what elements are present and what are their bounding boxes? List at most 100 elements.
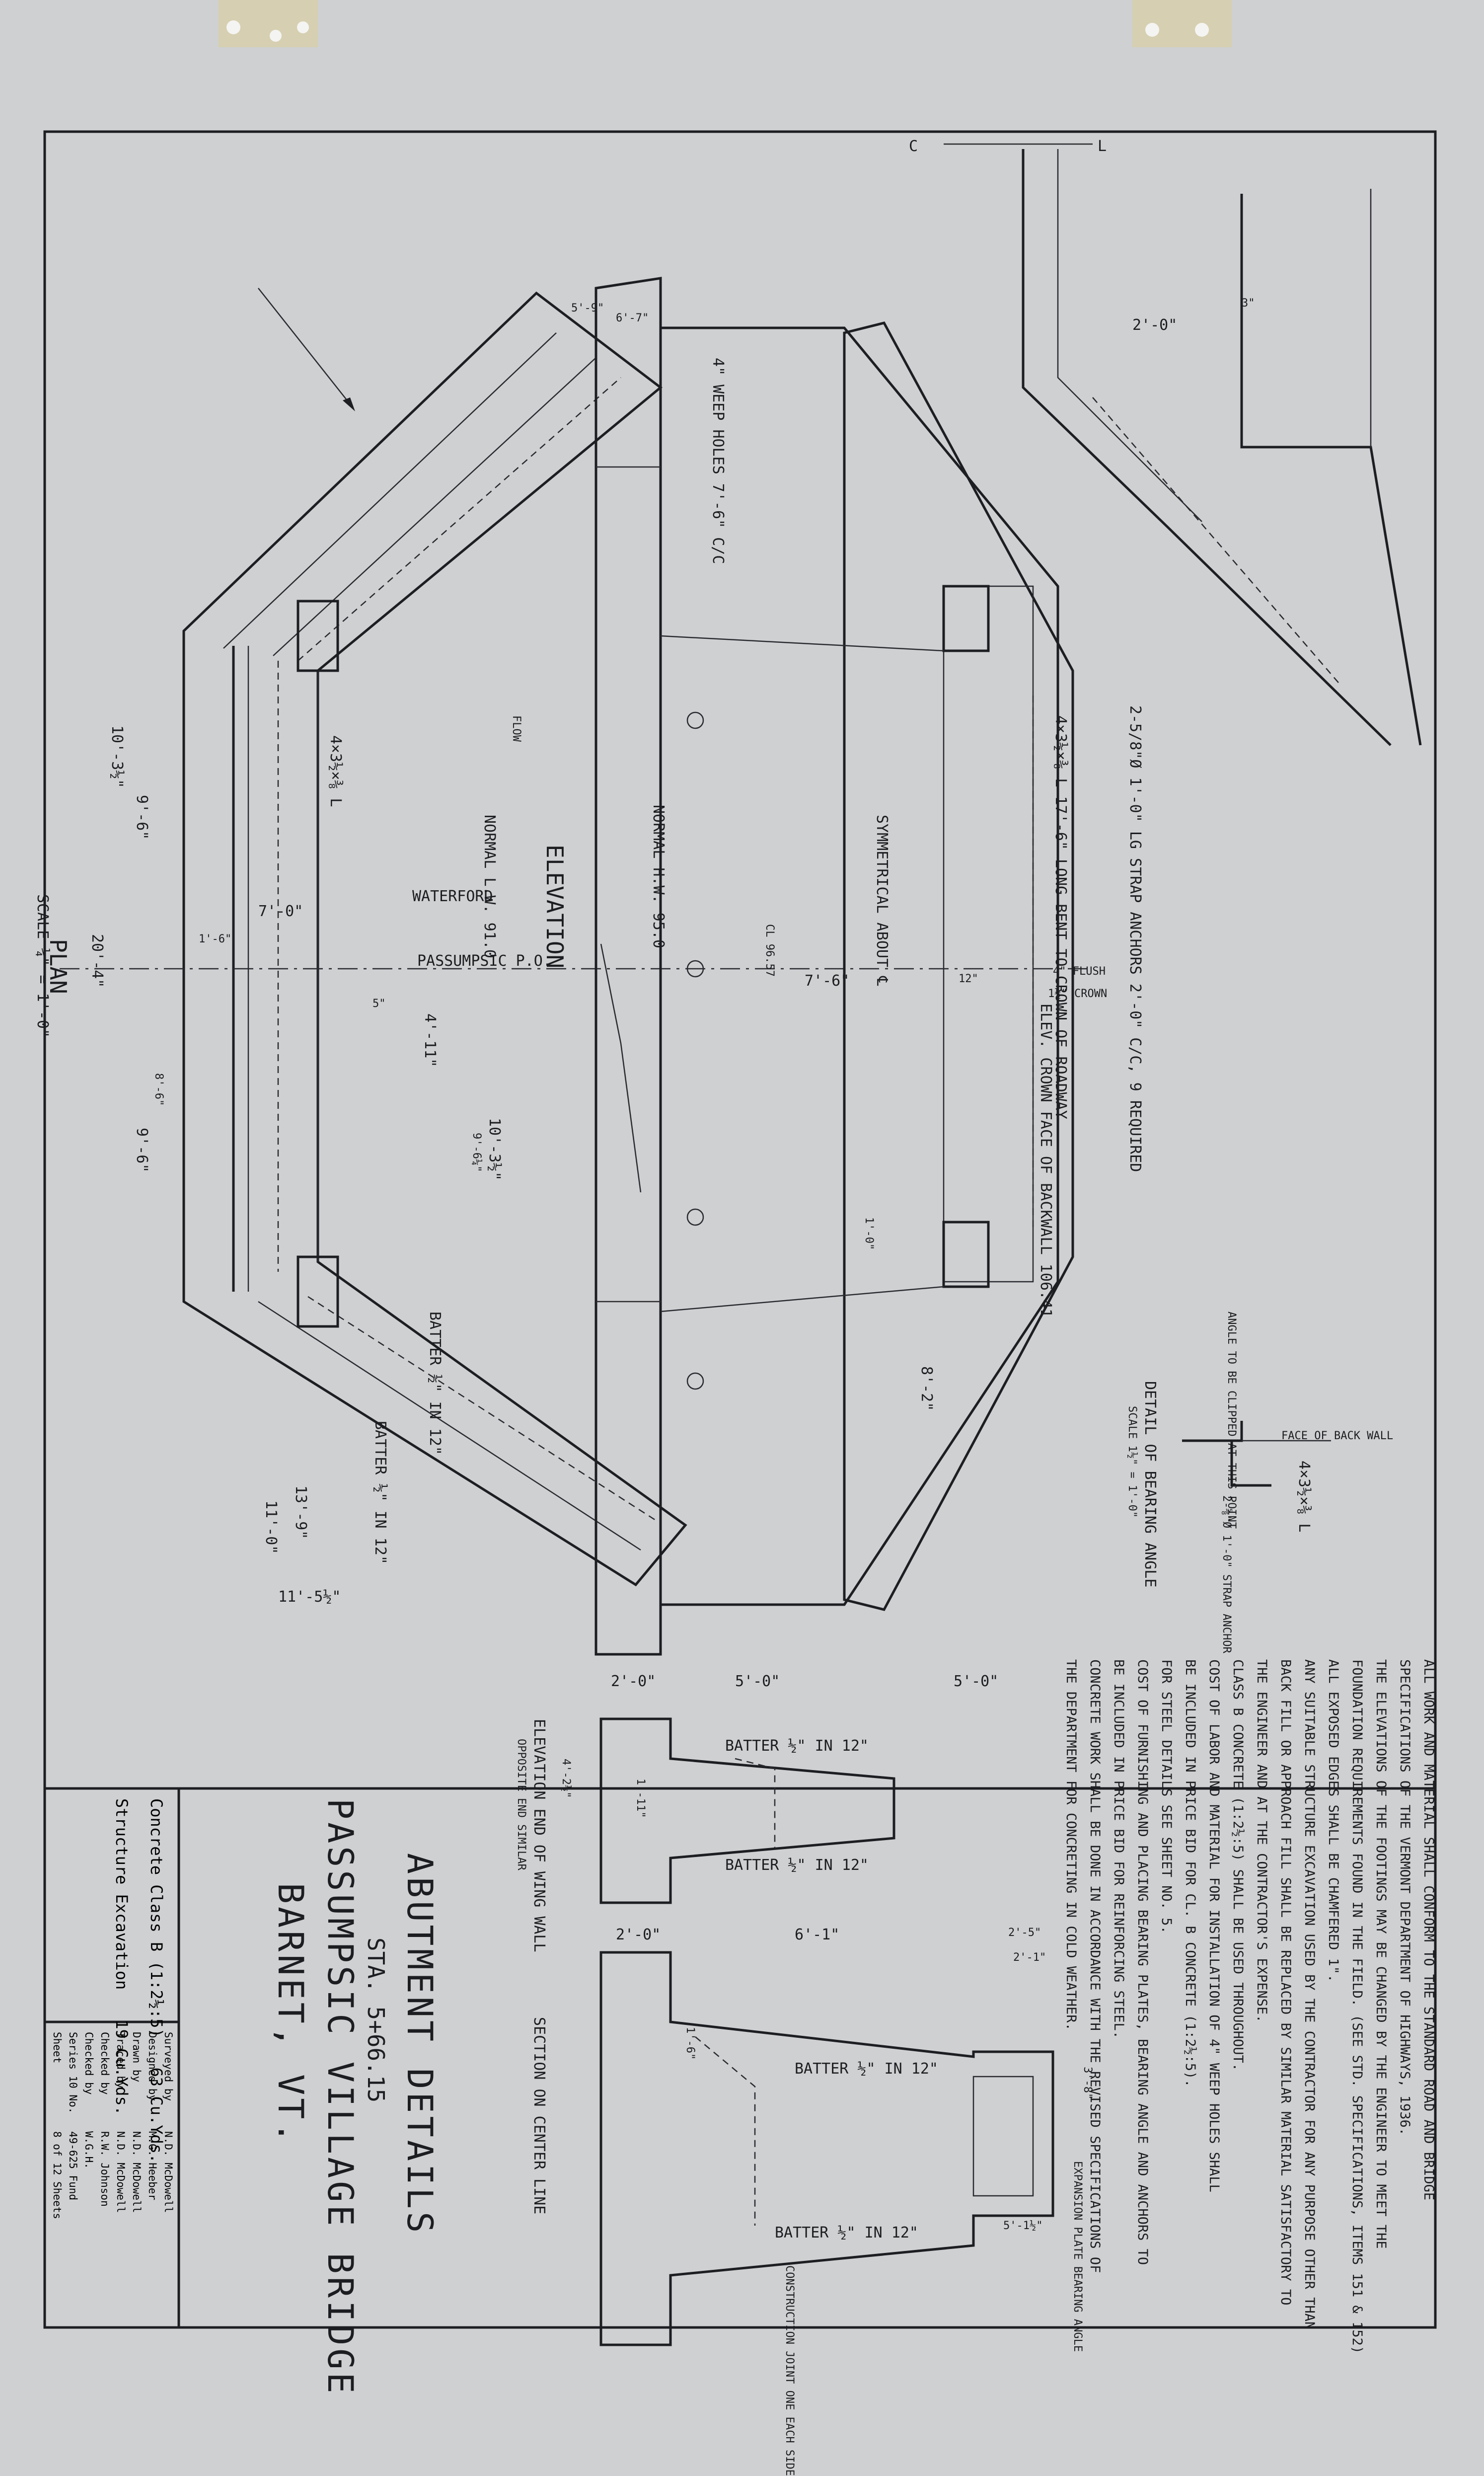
dim-text: 12" — [959, 973, 978, 985]
note-line: THE ENGINEER AND AT THE CONTRACTOR'S EXP… — [1254, 1659, 1269, 2023]
punch-hole — [270, 30, 282, 42]
note-line: COST OF LABOR AND MATERIAL FOR INSTALLAT… — [1206, 1659, 1222, 2192]
dim-text: 10'-3½" — [486, 1118, 503, 1181]
bearing-scale: SCALE 1½" = 1'-0" — [1126, 1406, 1138, 1518]
north-arrowhead — [343, 397, 355, 411]
dim-text: 5'-9" — [571, 302, 604, 314]
dim-text: 9'-6" — [133, 1128, 150, 1173]
plan-view — [60, 291, 1093, 1587]
credit-row: Traced byN.D. McDowell — [115, 2032, 127, 2213]
dim-text: 13'-9" — [292, 1485, 309, 1540]
dim-text: 3" — [1242, 297, 1255, 310]
punch-hole — [1195, 23, 1209, 37]
north-arrow — [258, 288, 353, 408]
wing-title: ELEVATION END OF WING WALL — [530, 1719, 548, 1952]
construction-joint-label: CONSTRUCTION JOINT ONE EACH SIDE — [783, 2265, 796, 2476]
plan-scale: SCALE ¼" = 1'-0" — [34, 894, 51, 1038]
station-label: STA. 5+66.15 — [363, 1937, 389, 2103]
note-line: THE ELEVATIONS OF THE FOOTINGS MAY BE CH… — [1373, 1659, 1389, 2249]
dim-text: 1'-0" — [863, 1217, 875, 1250]
note-line: FOUNDATION REQUIREMENTS FOUND IN THE FIE… — [1349, 1659, 1365, 2354]
dim-text: 8'-2" — [918, 1366, 935, 1411]
dim-text: 2'-0" — [616, 1926, 661, 1943]
section-title: SECTION ON CENTER LINE — [530, 2017, 548, 2215]
dim-text: 7'-0" — [258, 903, 303, 920]
tape-right — [1132, 0, 1232, 47]
credit-row: Surveyed byN.D. McDowell — [162, 2032, 174, 2213]
dim-text: 2'-0" — [1132, 316, 1178, 334]
batter-label: BATTER ½" IN 12" — [371, 1421, 389, 1564]
flush-label: 4" FLUSH — [1053, 965, 1106, 978]
dim-text: 6'-7" — [616, 312, 649, 324]
cl-note: CL 96.57 — [763, 924, 776, 977]
section-mark-l: L — [1098, 138, 1107, 155]
note-line: CLASS B CONCRETE (1:2½:5) SHALL BE USED … — [1230, 1659, 1246, 2072]
dim-text: 11'-0" — [262, 1500, 280, 1554]
note-line: ALL WORK AND MATERIAL SHALL CONFORM TO T… — [1421, 1659, 1436, 2201]
dim-text: 5'-0" — [954, 1673, 999, 1690]
punch-hole — [226, 20, 240, 34]
credits-block: Surveyed byN.D. McDowell Designed byM.G.… — [49, 2032, 176, 2219]
dim-text: 2'-5" — [1008, 1927, 1041, 1939]
note-line: ANY SUITABLE STRUCTURE EXCAVATION USED B… — [1302, 1659, 1317, 2330]
dim-text: 5'-1½" — [1003, 2220, 1043, 2232]
dim-text: 3'-8" — [1081, 2067, 1094, 2100]
normal-lw-label: NORMAL L.W. 91.0 — [481, 815, 498, 958]
bearing-title: DETAIL OF BEARING ANGLE — [1141, 1381, 1159, 1588]
punch-hole — [1145, 23, 1159, 37]
note-line: BE INCLUDED IN PRICE BID FOR CL. B CONCR… — [1183, 1659, 1198, 2088]
dim-text: 1'-11" — [634, 1779, 647, 1818]
batter-label: BATTER ½" IN 12" — [795, 2060, 938, 2078]
dim-text: 10'-3½" — [108, 725, 126, 788]
dim-text: 6'-1" — [795, 1926, 840, 1943]
expansion-label: EXPANSION PLATE BEARING ANGLE — [1071, 2161, 1084, 2352]
elev-crown-label: ELEV. CROWN FACE OF BACKWALL 106.41 — [1037, 1004, 1054, 1318]
drawing-title: ABUTMENT DETAILS — [399, 1853, 440, 2236]
dim-text: 9'-6¼" — [470, 1133, 483, 1172]
note-line: ALL EXPOSED EDGES SHALL BE CHAMFERED 1". — [1326, 1659, 1341, 1983]
normal-hw-label: NORMAL H.W. 95.0 — [650, 805, 667, 948]
plan-angle-label: 4×3½×⅜ L — [327, 735, 344, 807]
dim-text: 2'-1" — [1013, 1951, 1046, 1964]
dim-text: 5'-0" — [735, 1673, 780, 1690]
flow-label: FLOW — [510, 715, 522, 742]
dim-text: 4'-2½" — [560, 1759, 572, 1798]
drawing-sheet — [43, 0, 1437, 2346]
dim-text: 4'-11" — [421, 1013, 439, 1068]
dim-text: 11'-5½" — [278, 1588, 341, 1606]
sheet-border — [43, 130, 1437, 2329]
symmetrical-label: SYMMETRICAL ABOUT ℄ — [873, 815, 890, 986]
face-backwall-label: FACE OF BACK WALL — [1281, 1430, 1394, 1442]
angle-bent-label: 4×3½×⅜ L 17'-6" LONG BENT TO CROWN OF RO… — [1052, 715, 1069, 1119]
dim-text: 1'-6" — [684, 2027, 696, 2060]
credit-row: Drawn byN.D. McDowell — [131, 2032, 143, 2213]
dim-text: 7'-6" — [805, 972, 850, 990]
dim-text: 8'-6" — [152, 1073, 165, 1106]
note-line: SPECIFICATIONS OF THE VERMONT DEPARTMENT… — [1397, 1659, 1412, 2136]
dim-text: 1'-6" — [199, 933, 232, 945]
credit-row: Designed byM.G. Heeber — [147, 2032, 158, 2201]
batter-label: BATTER ½" IN 12" — [725, 1737, 869, 1755]
note-line: CONCRETE WORK SHALL BE DONE IN ACCORDANC… — [1087, 1659, 1103, 2273]
elevation-title: ELEVATION — [541, 845, 568, 969]
note-line: FOR STEEL DETAILS SEE SHEET NO. 5. — [1159, 1659, 1174, 1934]
general-notes: ALL WORK AND MATERIAL SHALL CONFORM TO T… — [1059, 1659, 1440, 2354]
weep-holes-label: 4" WEEP HOLES 7'-6" C/C — [709, 358, 727, 564]
quantity-item: Concrete Class B (1:2½:5) — [147, 1798, 166, 2038]
bearing-angle-detail — [1182, 1421, 1331, 1487]
quantity-item: Structure Excavation — [112, 1798, 131, 1990]
section-center-line — [599, 1951, 1054, 2346]
credit-row: Sheet8 of 12 Sheets — [51, 2032, 63, 2220]
credit-row: Checked byR.W. Johnson — [99, 2032, 111, 2207]
note-line: BE INCLUDED IN PRICE BID FOR REINFORCING… — [1111, 1659, 1126, 2039]
passumpsic-label: PASSUMPSIC P.O. — [417, 952, 552, 970]
batter-label: BATTER ½" IN 12" — [426, 1312, 444, 1455]
note-line: COST OF FURNISHING AND PLACING BEARING P… — [1135, 1659, 1150, 2265]
batter-label: BATTER ½" IN 12" — [775, 2224, 918, 2242]
waterford-label: WATERFORD — [412, 888, 493, 905]
angle-clip-note: ANGLE TO BE CLIPPED AT THIS POINT — [1225, 1312, 1238, 1529]
note-line: BACK FILL OR APPROACH FILL SHALL BE REPL… — [1278, 1659, 1293, 2306]
credit-row: Series 10 No.49-625 Fund — [67, 2032, 79, 2201]
bridge-name: PASSUMPSIC VILLAGE BRIDGE — [320, 1798, 361, 2397]
crown-label: 1½" CROWN — [1048, 988, 1108, 1000]
